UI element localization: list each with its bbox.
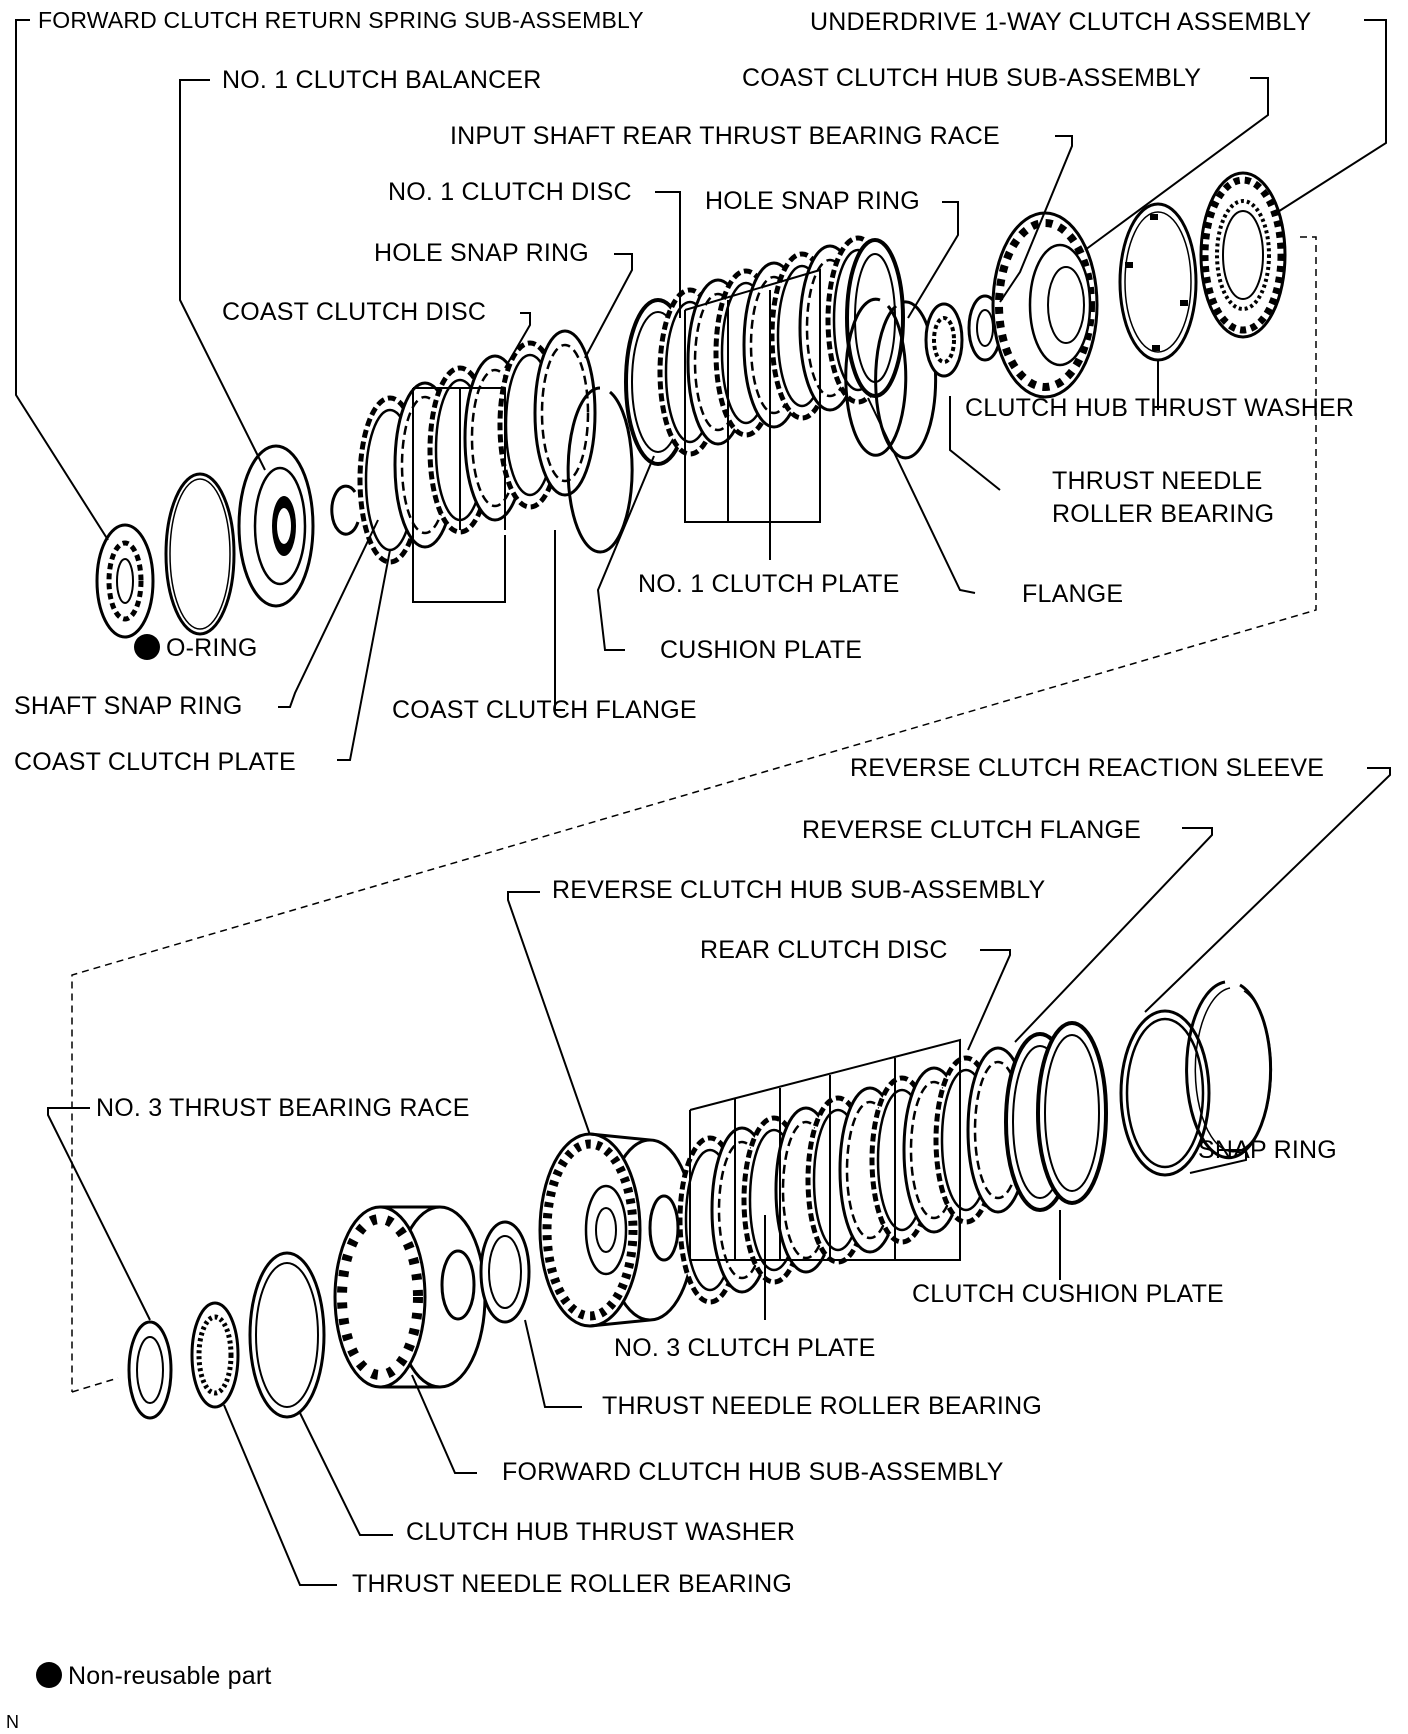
label-coast-clutch-flange: COAST CLUTCH FLANGE (392, 696, 697, 724)
coast-clutch-hub-part (991, 211, 1099, 399)
label-reverse-clutch-hub: REVERSE CLUTCH HUB SUB-ASSEMBLY (552, 876, 1046, 904)
label-coast-clutch-plate: COAST CLUTCH PLATE (14, 748, 296, 776)
snap-ring-part (1185, 980, 1273, 1160)
label-thrust-needle-roller-bearing-mid: THRUST NEEDLE ROLLER BEARING (602, 1392, 1042, 1420)
o-ring-text: O-RING (166, 634, 258, 662)
label-hole-snap-ring-right: HOLE SNAP RING (705, 187, 920, 215)
label-clutch-hub-thrust-washer-top: CLUTCH HUB THRUST WASHER (965, 394, 1355, 422)
label-no1-clutch-disc: NO. 1 CLUTCH DISC (388, 178, 632, 206)
thrust-needle-roller-bearing-top-part (924, 302, 964, 378)
label-reverse-clutch-flange: REVERSE CLUTCH FLANGE (802, 816, 1141, 844)
label-coast-clutch-hub: COAST CLUTCH HUB SUB-ASSEMBLY (742, 64, 1202, 92)
no3-thrust-bearing-race-part (190, 1301, 240, 1409)
legend-text: Non-reusable part (68, 1662, 272, 1690)
label-clutch-cushion-plate: CLUTCH CUSHION PLATE (912, 1280, 1224, 1308)
label-cushion-plate: CUSHION PLATE (660, 636, 863, 664)
forward-clutch-return-spring (95, 523, 155, 639)
label-thrust-needle-roller-bearing-bottom: THRUST NEEDLE ROLLER BEARING (352, 1570, 792, 1598)
o-ring-part (164, 472, 236, 636)
top-leader-lines (15, 19, 1387, 761)
label-no3-clutch-plate: NO. 3 CLUTCH PLATE (614, 1334, 876, 1362)
clutch-hub-thrust-washer-top-part (1118, 202, 1198, 362)
non-reusable-marker-icon (134, 634, 160, 660)
label-input-shaft-rear-race: INPUT SHAFT REAR THRUST BEARING RACE (450, 122, 1000, 150)
label-forward-clutch-return-spring: FORWARD CLUTCH RETURN SPRING SUB-ASSEMBL… (38, 7, 644, 33)
label-snap-ring: SNAP RING (1198, 1136, 1337, 1164)
thrust-needle-roller-bearing-bottom-part (127, 1320, 173, 1420)
rear-clutch-pack (680, 1046, 1030, 1302)
legend-non-reusable: Non-reusable part (36, 1662, 272, 1690)
forward-clutch-hub-part (333, 1205, 487, 1389)
label-no1-clutch-balancer: NO. 1 CLUTCH BALANCER (222, 66, 542, 94)
label-shaft-snap-ring: SHAFT SNAP RING (14, 692, 243, 720)
underdrive-1way-clutch-part (1199, 171, 1287, 339)
label-flange: FLANGE (1022, 580, 1124, 608)
reverse-clutch-flange-part (1036, 1021, 1108, 1205)
clutch-hub-thrust-washer-bottom-part (248, 1251, 326, 1419)
corner-code: N (6, 1712, 20, 1732)
no1-clutch-balancer-part (237, 444, 315, 608)
label-reverse-clutch-reaction-sleeve: REVERSE CLUTCH REACTION SLEEVE (850, 754, 1325, 782)
label-no3-thrust-bearing-race: NO. 3 THRUST BEARING RACE (96, 1094, 470, 1122)
label-o-ring: O-RING (134, 634, 257, 662)
label-rear-clutch-disc: REAR CLUTCH DISC (700, 936, 948, 964)
bottom-leader-lines (47, 767, 1391, 1586)
label-coast-clutch-disc: COAST CLUTCH DISC (222, 298, 487, 326)
non-reusable-legend-icon (36, 1662, 62, 1688)
label-clutch-hub-thrust-washer-bottom: CLUTCH HUB THRUST WASHER (406, 1518, 796, 1546)
coast-clutch-pack (360, 329, 597, 562)
connection-dashed-lines (71, 236, 1317, 1393)
label-no1-clutch-plate: NO. 1 CLUTCH PLATE (638, 570, 900, 598)
label-thrust-needle-top-line2: ROLLER BEARING (1052, 500, 1275, 528)
label-hole-snap-ring-left: HOLE SNAP RING (374, 239, 589, 267)
label-thrust-needle-top-line1: THRUST NEEDLE (1052, 467, 1263, 495)
shaft-snap-ring-part (330, 484, 360, 536)
label-forward-clutch-hub: FORWARD CLUTCH HUB SUB-ASSEMBLY (502, 1458, 1004, 1486)
label-underdrive-1way-clutch: UNDERDRIVE 1-WAY CLUTCH ASSEMBLY (810, 8, 1312, 36)
reverse-clutch-hub-part (538, 1132, 696, 1328)
hole-snap-ring-left-part (566, 386, 634, 554)
reverse-clutch-reaction-sleeve-part (1119, 1009, 1211, 1177)
thrust-needle-roller-bearing-mid-part (479, 1220, 531, 1324)
